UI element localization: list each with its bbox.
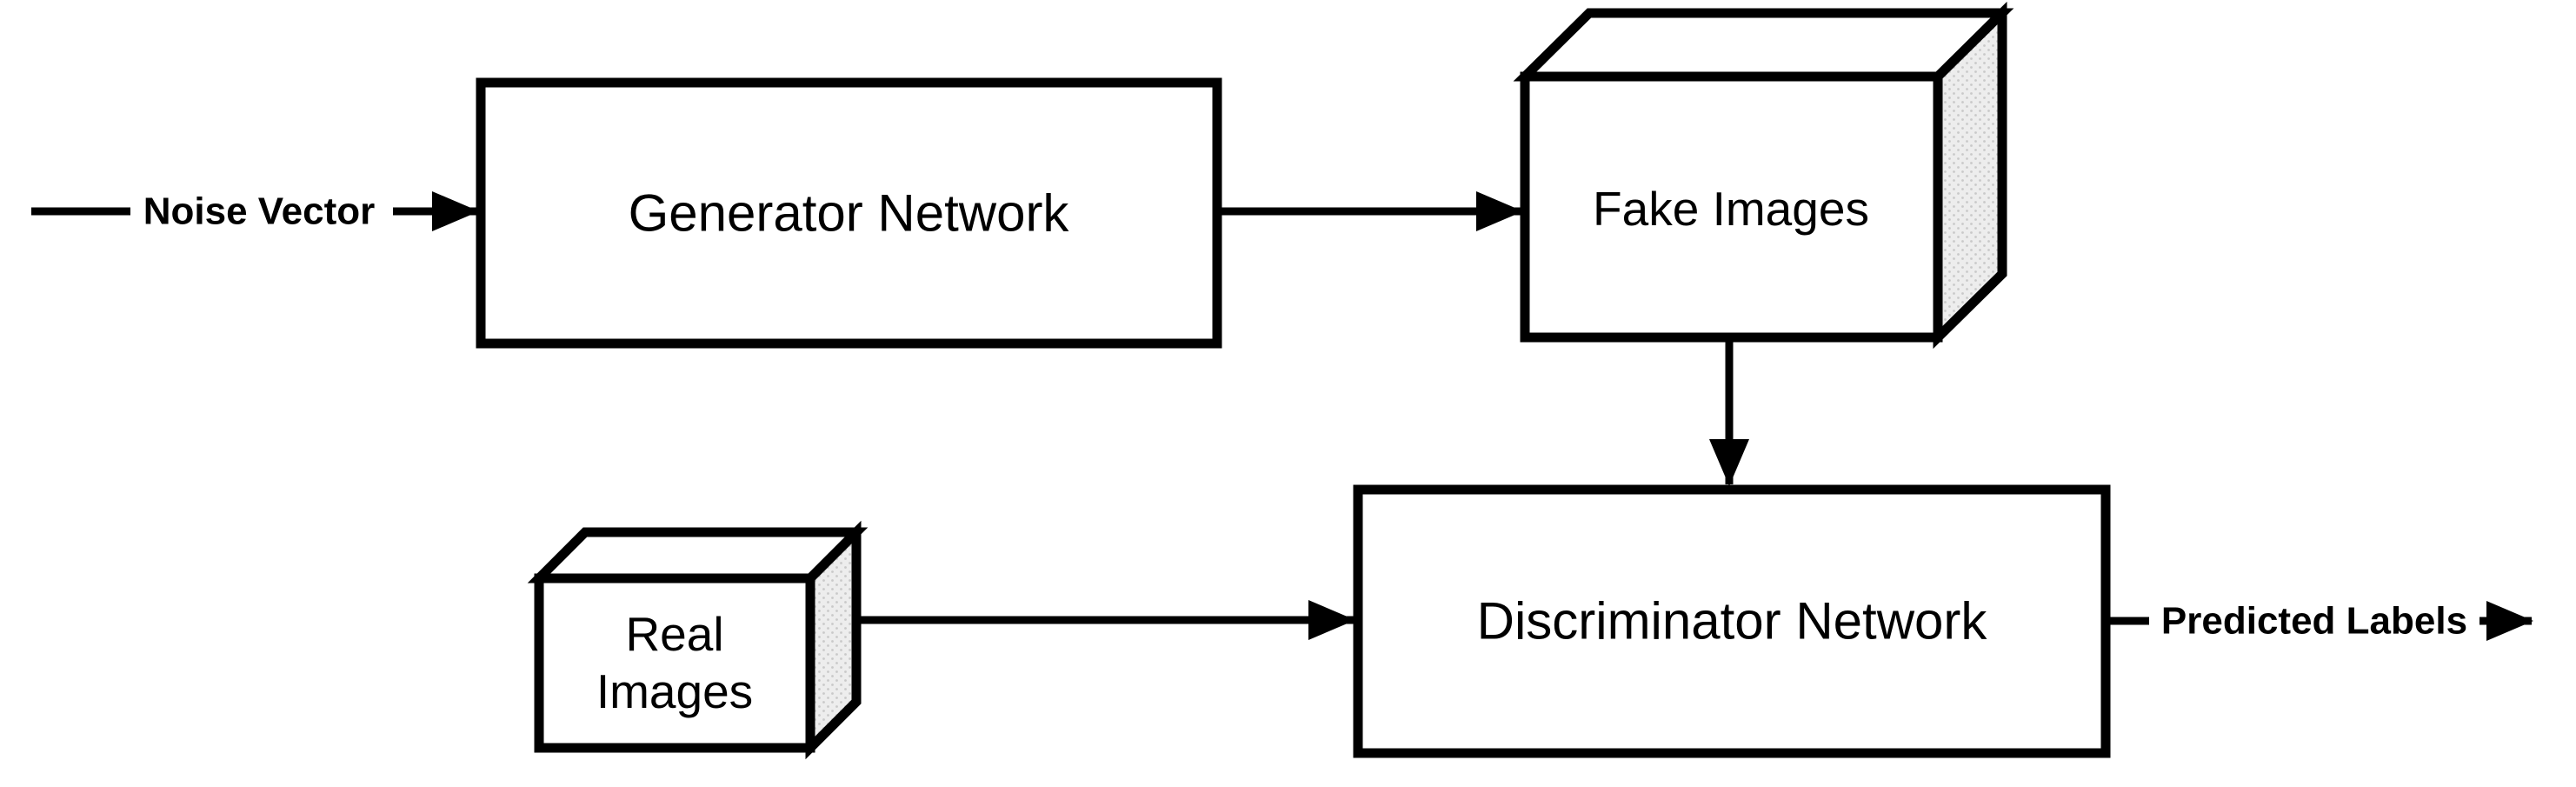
discriminator-node: Discriminator Network	[1353, 484, 2111, 758]
fake-images-node: Fake Images	[1513, 1, 2014, 350]
real-images-label-line1: Real	[625, 607, 723, 661]
noise-vector-label: Noise Vector	[143, 190, 376, 233]
discriminator-label: Discriminator Network	[1477, 592, 1988, 650]
edge-noise-to-generator: Noise Vector	[31, 190, 479, 233]
fake-images-label: Fake Images	[1593, 182, 1869, 236]
generator-node: Generator Network	[476, 77, 1222, 349]
generator-label: Generator Network	[629, 184, 1070, 243]
predicted-labels-label: Predicted Labels	[2161, 600, 2467, 643]
real-images-top-face	[527, 527, 869, 584]
real-images-label-line2: Images	[596, 664, 753, 718]
real-images-node: Real Images	[527, 520, 869, 760]
edge-discriminator-to-output: Predicted Labels	[2106, 600, 2533, 643]
fake-images-front-face	[1520, 71, 1943, 343]
fake-images-top-face	[1513, 8, 2014, 82]
discriminator-box	[1353, 484, 2111, 758]
real-images-front-face	[534, 573, 815, 753]
fake-images-side-face	[1933, 1, 2007, 350]
